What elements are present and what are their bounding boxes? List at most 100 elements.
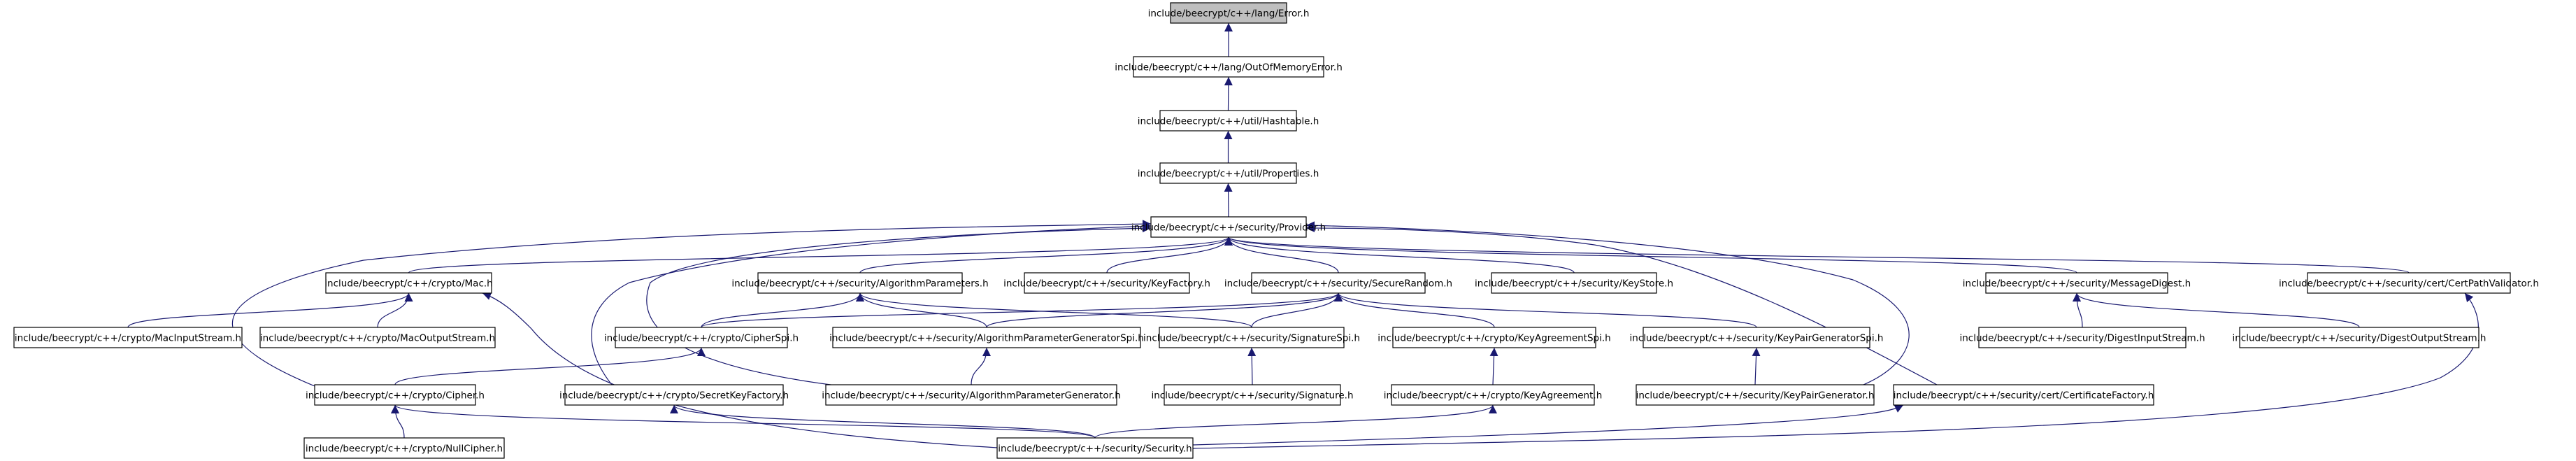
edge-keyagreement-to-kaspi bbox=[1489, 347, 1498, 385]
node-label: include/beecrypt/c++/security/KeyPairGen… bbox=[1636, 390, 1875, 402]
node-keyagreement[interactable]: include/beecrypt/c++/crypto/KeyAgreement… bbox=[1384, 384, 1603, 406]
node-box[interactable] bbox=[1978, 327, 2187, 348]
node-box[interactable] bbox=[1164, 384, 1341, 406]
node-box[interactable] bbox=[1159, 110, 1297, 132]
edge-keyfactory-to-provider bbox=[1106, 236, 1233, 274]
node-label: include/beecrypt/c++/crypto/Cipher.h bbox=[306, 390, 485, 402]
edge-apg-to-apgspi bbox=[971, 347, 991, 385]
node-label: include/beecrypt/c++/util/Properties.h bbox=[1138, 169, 1319, 180]
node-box[interactable] bbox=[1251, 272, 1426, 294]
node-skf[interactable]: include/beecrypt/c++/crypto/SecretKeyFac… bbox=[559, 384, 789, 406]
edge-skf-to-provider bbox=[591, 222, 1152, 385]
edge-securerandom-to-provider bbox=[1224, 236, 1339, 274]
node-algparams[interactable]: include/beecrypt/c++/security/AlgorithmP… bbox=[731, 272, 989, 294]
edge-security-to-cipher bbox=[391, 404, 1096, 439]
node-box[interactable] bbox=[1636, 384, 1875, 406]
node-box[interactable] bbox=[2239, 327, 2480, 348]
node-box[interactable] bbox=[1170, 2, 1287, 24]
node-label: include/beecrypt/c++/crypto/MacOutputStr… bbox=[260, 333, 495, 344]
node-box[interactable] bbox=[996, 437, 1194, 459]
node-digin[interactable]: include/beecrypt/c++/security/DigestInpu… bbox=[1959, 327, 2205, 348]
edge-cipherspi-to-securerandom bbox=[701, 292, 1343, 328]
node-error[interactable]: include/beecrypt/c++/lang/Error.h bbox=[1148, 2, 1310, 24]
edge-kpgspi-to-securerandom bbox=[1334, 292, 1757, 328]
edge-algparams-to-provider bbox=[859, 236, 1233, 274]
node-box[interactable] bbox=[1159, 162, 1297, 184]
node-box[interactable] bbox=[2307, 272, 2511, 294]
node-box[interactable] bbox=[1024, 272, 1190, 294]
node-box[interactable] bbox=[825, 384, 1117, 406]
node-box[interactable] bbox=[1392, 327, 1596, 348]
node-box[interactable] bbox=[564, 384, 784, 406]
node-label: include/beecrypt/c++/security/cert/Certi… bbox=[1894, 390, 2154, 402]
node-label: include/beecrypt/c++/crypto/NullCipher.h bbox=[306, 444, 503, 455]
node-label: include/beecrypt/c++/security/AlgorithmP… bbox=[731, 278, 988, 290]
node-hashtable[interactable]: include/beecrypt/c++/util/Hashtable.h bbox=[1138, 110, 1319, 132]
node-box[interactable] bbox=[13, 327, 243, 348]
node-label: include/beecrypt/c++/security/MessageDig… bbox=[1963, 278, 2191, 290]
node-label: include/beecrypt/c++/security/cert/CertP… bbox=[2279, 278, 2539, 290]
node-macout[interactable]: include/beecrypt/c++/crypto/MacOutputStr… bbox=[259, 327, 496, 348]
node-box[interactable] bbox=[325, 272, 492, 294]
node-label: include/beecrypt/c++/lang/Error.h bbox=[1148, 8, 1310, 20]
node-box[interactable] bbox=[1133, 56, 1324, 78]
node-cipherspi[interactable]: include/beecrypt/c++/crypto/CipherSpi.h bbox=[604, 327, 799, 348]
node-box[interactable] bbox=[1150, 216, 1307, 238]
node-properties[interactable]: include/beecrypt/c++/util/Properties.h bbox=[1138, 162, 1319, 184]
node-security[interactable]: include/beecrypt/c++/security/Security.h bbox=[996, 437, 1194, 459]
node-cipher[interactable]: include/beecrypt/c++/crypto/Cipher.h bbox=[306, 384, 485, 406]
node-box[interactable] bbox=[1159, 327, 1345, 348]
node-box[interactable] bbox=[1643, 327, 1870, 348]
edge-macout-to-mac bbox=[377, 292, 413, 328]
node-digout[interactable]: include/beecrypt/c++/security/DigestOutp… bbox=[2233, 327, 2486, 348]
edge-kaspi-to-securerandom bbox=[1334, 292, 1495, 328]
node-securerandom[interactable]: include/beecrypt/c++/security/SecureRand… bbox=[1224, 272, 1452, 294]
node-box[interactable] bbox=[1391, 384, 1595, 406]
edge-security-to-certpath bbox=[1192, 292, 2479, 449]
edge-security-to-skf bbox=[670, 404, 1096, 439]
edge-kpg-to-kpgspi bbox=[1752, 347, 1761, 385]
node-certpath[interactable]: include/beecrypt/c++/security/cert/CertP… bbox=[2279, 272, 2539, 294]
node-box[interactable] bbox=[1491, 272, 1657, 294]
node-msgdigest[interactable]: include/beecrypt/c++/security/MessageDig… bbox=[1963, 272, 2191, 294]
edge-mac-to-provider bbox=[408, 236, 1233, 274]
node-label: include/beecrypt/c++/security/KeyPairGen… bbox=[1630, 333, 1884, 344]
node-box[interactable] bbox=[303, 437, 505, 459]
node-signature[interactable]: include/beecrypt/c++/security/Signature.… bbox=[1151, 384, 1354, 406]
node-macin[interactable]: include/beecrypt/c++/crypto/MacInputStre… bbox=[13, 327, 243, 348]
edge-cipher-to-cipherspi bbox=[394, 347, 706, 385]
node-kpg[interactable]: include/beecrypt/c++/security/KeyPairGen… bbox=[1636, 384, 1875, 406]
node-kpgspi[interactable]: include/beecrypt/c++/security/KeyPairGen… bbox=[1630, 327, 1884, 348]
node-label: include/beecrypt/c++/crypto/CipherSpi.h bbox=[604, 333, 799, 344]
node-label: include/beecrypt/c++/crypto/Mac.h bbox=[324, 278, 492, 290]
node-nullcipher[interactable]: include/beecrypt/c++/crypto/NullCipher.h bbox=[303, 437, 505, 459]
node-box[interactable] bbox=[259, 327, 496, 348]
node-box[interactable] bbox=[615, 327, 788, 348]
edge-msgdigest-to-provider bbox=[1224, 236, 2077, 274]
node-certfactory[interactable]: include/beecrypt/c++/security/cert/Certi… bbox=[1893, 384, 2154, 406]
edge-kpg-to-provider bbox=[1305, 221, 1910, 387]
node-mac[interactable]: include/beecrypt/c++/crypto/Mac.h bbox=[324, 272, 493, 294]
node-label: include/beecrypt/c++/crypto/KeyAgreement… bbox=[1378, 333, 1610, 344]
node-label: include/beecrypt/c++/security/Security.h bbox=[998, 444, 1192, 455]
node-label: include/beecrypt/c++/security/AlgorithmP… bbox=[822, 390, 1121, 402]
edge-macin-to-mac bbox=[127, 292, 413, 328]
edge-digout-to-msgdigest bbox=[2073, 292, 2360, 328]
node-box[interactable] bbox=[1893, 384, 2154, 406]
node-apg[interactable]: include/beecrypt/c++/security/AlgorithmP… bbox=[822, 384, 1121, 406]
node-label: include/beecrypt/c++/lang/OutOfMemoryErr… bbox=[1115, 62, 1343, 73]
node-box[interactable] bbox=[314, 384, 476, 406]
node-keystore[interactable]: include/beecrypt/c++/security/KeyStore.h bbox=[1475, 272, 1673, 294]
node-box[interactable] bbox=[757, 272, 963, 294]
node-label: include/beecrypt/c++/security/KeyStore.h bbox=[1475, 278, 1673, 290]
node-box[interactable] bbox=[1985, 272, 2168, 294]
node-box[interactable] bbox=[832, 327, 1141, 348]
node-provider[interactable]: include/beecrypt/c++/security/Provider.h bbox=[1131, 216, 1326, 238]
node-sigspi[interactable]: include/beecrypt/c++/security/SignatureS… bbox=[1143, 327, 1360, 348]
node-oom[interactable]: include/beecrypt/c++/lang/OutOfMemoryErr… bbox=[1115, 56, 1343, 78]
node-label: include/beecrypt/c++/util/Hashtable.h bbox=[1138, 116, 1319, 127]
node-kaspi[interactable]: include/beecrypt/c++/crypto/KeyAgreement… bbox=[1378, 327, 1611, 348]
node-keyfactory[interactable]: include/beecrypt/c++/security/KeyFactory… bbox=[1003, 272, 1210, 294]
node-apgspi[interactable]: include/beecrypt/c++/security/AlgorithmP… bbox=[829, 327, 1144, 348]
